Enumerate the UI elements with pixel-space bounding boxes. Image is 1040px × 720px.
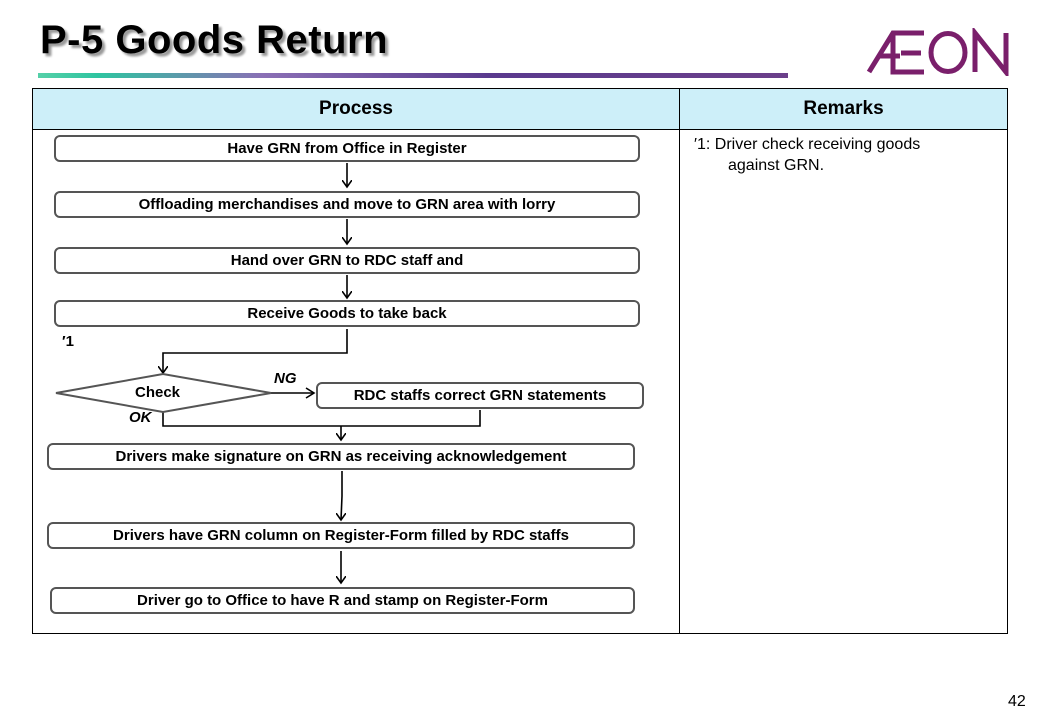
arrow-ok-merge [162, 410, 481, 427]
remarks-cell [679, 129, 1008, 634]
aeon-logo-mark [866, 28, 1009, 76]
step-hand-over-grn: Hand over GRN to RDC staff and [54, 247, 640, 274]
arrow-ng-head [305, 387, 316, 399]
step-rdc-correct-grn: RDC staffs correct GRN statements [316, 382, 644, 409]
step-office-stamp: Driver go to Office to have R and stamp … [50, 587, 635, 614]
step-have-grn: Have GRN from Office in Register [54, 135, 640, 162]
aeon-logo [866, 28, 1009, 76]
decision-check-label: Check [135, 384, 181, 401]
check-decision-diamond [55, 372, 272, 414]
remark-line-2: against GRN. [728, 157, 825, 174]
remark-line-1: ′1: Driver check receiving goods [694, 136, 921, 153]
title-underline [38, 73, 788, 78]
remarks-text: ′1: Driver check receiving goods against… [682, 134, 1002, 176]
ok-label: OK [129, 409, 152, 426]
remarks-header: Remarks [679, 88, 1008, 130]
note-ref-1: ′1 [62, 333, 74, 350]
step-drivers-signature: Drivers make signature on GRN as receivi… [47, 443, 635, 470]
step-register-form: Drivers have GRN column on Register-Form… [47, 522, 635, 549]
arrow-4-check [163, 329, 348, 373]
page-number: 42 [1008, 693, 1026, 710]
step-offloading: Offloading merchandises and move to GRN … [54, 191, 640, 218]
step-receive-goods: Receive Goods to take back [54, 300, 640, 327]
arrow-5-6 [341, 471, 342, 520]
process-header: Process [32, 88, 680, 130]
page-title: P-5 Goods Return [40, 18, 389, 62]
ng-label: NG [274, 370, 297, 387]
